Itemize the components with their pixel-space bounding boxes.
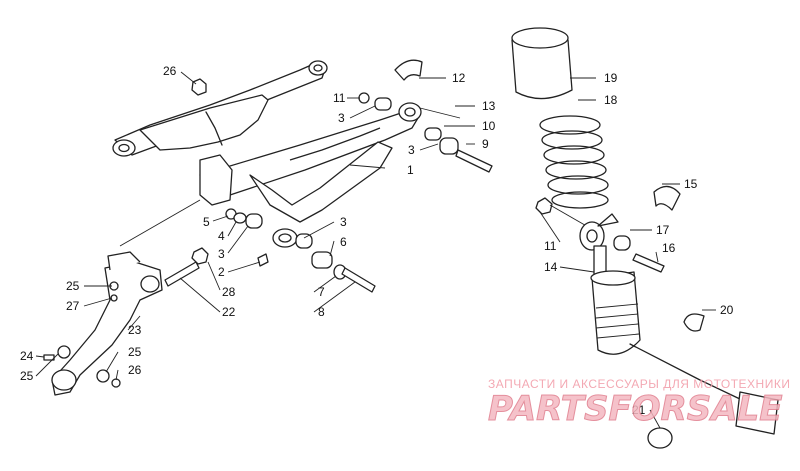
callout-9: 9	[482, 137, 489, 151]
callout-19: 19	[604, 71, 618, 85]
washer-4	[233, 212, 247, 224]
clamp-21	[647, 427, 673, 449]
callout-3d: 3	[340, 215, 347, 229]
callout-3c: 3	[218, 247, 225, 261]
callout-16: 16	[662, 241, 676, 255]
callout-21: 21	[632, 403, 646, 417]
bushing-3	[245, 213, 263, 229]
bushing-10	[439, 137, 459, 155]
callout-11b: 11	[544, 239, 557, 253]
callout-27: 27	[66, 299, 80, 313]
callout-11a: 11	[333, 91, 346, 105]
callout-13: 13	[482, 99, 496, 113]
clip-15	[653, 185, 681, 211]
sleeve-6	[311, 251, 333, 269]
callout-3a: 3	[338, 111, 345, 125]
callout-12: 12	[452, 71, 466, 85]
washer-25c	[96, 369, 110, 383]
bushing-3c	[424, 127, 442, 141]
callout-22: 22	[222, 305, 236, 319]
callout-26a: 26	[163, 64, 177, 78]
callout-18: 18	[604, 93, 618, 107]
callout-10: 10	[482, 119, 496, 133]
bushing-3b	[374, 97, 392, 111]
callout-25b: 25	[20, 369, 34, 383]
callout-14: 14	[544, 260, 558, 274]
nut-11	[358, 92, 370, 104]
arrow-marker	[597, 213, 619, 227]
bolt-22	[164, 261, 200, 287]
callout-6: 6	[340, 235, 347, 249]
bolt-16	[632, 253, 665, 273]
callout-28: 28	[222, 285, 236, 299]
cap-12	[394, 59, 423, 81]
callout-25c: 25	[128, 345, 142, 359]
reservoir	[735, 391, 779, 435]
callout-15: 15	[684, 177, 698, 191]
bushing-3d	[295, 233, 313, 249]
bolt-24	[43, 354, 55, 361]
shock-body	[591, 271, 641, 355]
callout-4: 4	[218, 229, 225, 243]
callout-20: 20	[720, 303, 734, 317]
callout-25a: 25	[66, 279, 80, 293]
nut-26b	[111, 378, 121, 388]
callout-1: 1	[407, 163, 414, 177]
bolt-8	[341, 267, 376, 293]
shock-rings	[595, 303, 640, 339]
nut-26	[191, 78, 207, 96]
callout-3b: 3	[408, 143, 415, 157]
watermark-brand: PARTSFORSALE	[488, 389, 782, 429]
callout-labels: 26 12 11 3 13 10 3 9 1 5 4 3 2 3 6 7 8 2…	[20, 64, 734, 417]
callout-5: 5	[203, 215, 210, 229]
callout-23: 23	[128, 323, 142, 337]
spring-18	[539, 115, 609, 209]
washer-25b	[57, 345, 71, 359]
watermark: ЗАПЧАСТИ И АКСЕССУАРЫ ДЛЯ МОТОТЕХНИКИ PA…	[488, 377, 790, 430]
a-arm-frame-assembly	[112, 60, 422, 248]
shock-assembly	[511, 27, 779, 449]
callout-24: 24	[20, 349, 34, 363]
bolt-9	[455, 149, 493, 173]
callout-2: 2	[218, 265, 225, 279]
leader-lines	[35, 71, 716, 429]
bushing-17	[613, 235, 631, 251]
bushings-and-washers	[191, 59, 493, 293]
callout-7: 7	[318, 285, 325, 299]
nut-28	[191, 247, 209, 265]
lower-linkage	[43, 199, 209, 396]
fitting-2	[257, 253, 269, 267]
clamp-20	[683, 313, 705, 332]
callout-26b: 26	[128, 363, 142, 377]
nut-11b	[535, 197, 553, 215]
callout-8: 8	[318, 305, 325, 319]
callout-17: 17	[656, 223, 670, 237]
watermark-tagline: ЗАПЧАСТИ И АКСЕССУАРЫ ДЛЯ МОТОТЕХНИКИ	[488, 377, 790, 391]
